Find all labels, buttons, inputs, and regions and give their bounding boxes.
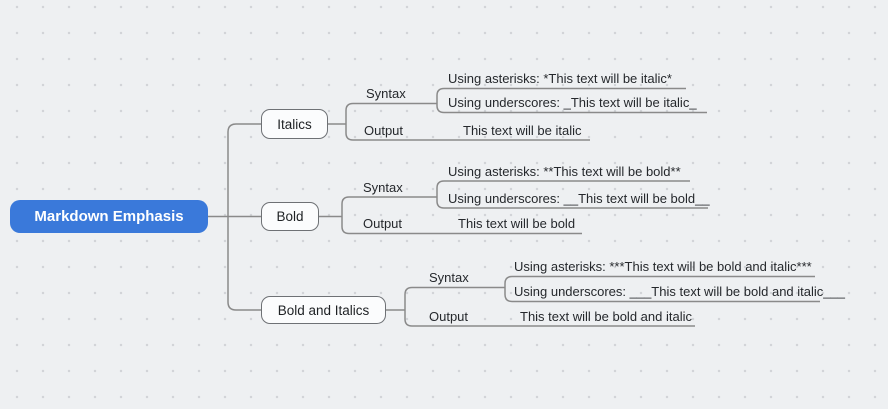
topic-italics[interactable]: Italics <box>261 109 328 139</box>
root-topic[interactable]: Markdown Emphasis <box>10 200 208 233</box>
bold-syntax-underscores-topic[interactable]: Using underscores: __This text will be b… <box>448 191 710 206</box>
bold-output-value-topic[interactable]: This text will be bold <box>458 216 576 231</box>
italics-syntax-underscores-topic[interactable]: Using underscores: _This text will be it… <box>448 95 697 110</box>
bold-italics-output-topic[interactable]: Output <box>429 309 469 324</box>
bold-italics-syntax-underscores-topic[interactable]: Using underscores: ___This text will be … <box>514 284 845 299</box>
bold-output-topic[interactable]: Output <box>363 216 403 231</box>
bold-italics-syntax-topic[interactable]: Syntax <box>429 270 469 285</box>
italics-syntax-topic[interactable]: Syntax <box>366 86 406 101</box>
italics-syntax-asterisks-topic[interactable]: Using asterisks: *This text will be ital… <box>448 71 672 86</box>
bold-italics-syntax-asterisks-topic[interactable]: Using asterisks: ***This text will be bo… <box>514 259 812 274</box>
topic-bold-and-italics[interactable]: Bold and Italics <box>261 296 386 324</box>
bold-syntax-topic[interactable]: Syntax <box>363 180 403 195</box>
bold-syntax-asterisks-topic[interactable]: Using asterisks: **This text will be bol… <box>448 164 681 179</box>
topic-bold[interactable]: Bold <box>261 202 319 231</box>
italics-output-value-topic[interactable]: This text will be italic <box>463 123 582 138</box>
bold-italics-output-value-topic[interactable]: This text will be bold and italic <box>520 309 692 324</box>
italics-output-topic[interactable]: Output <box>364 123 404 138</box>
